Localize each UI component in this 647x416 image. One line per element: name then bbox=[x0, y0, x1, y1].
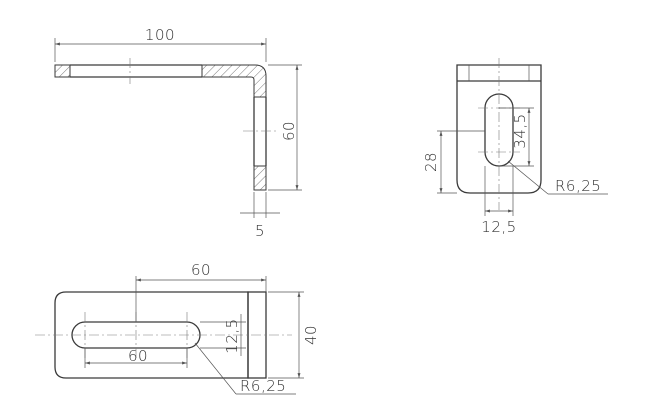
top-radius-leader bbox=[194, 342, 237, 395]
side-web-hatch-bottom bbox=[253, 165, 267, 191]
top-radius-label: R6,25 bbox=[240, 377, 286, 395]
dim-top-slot-width-label: 12,5 bbox=[223, 318, 241, 353]
end-view: 34,5 28 12,5 R6,25 bbox=[422, 58, 608, 236]
top-view: 60 60 12,5 40 R6,25 bbox=[35, 261, 320, 395]
end-radius-label: R6,25 bbox=[555, 177, 601, 195]
side-corner-hatch bbox=[201, 64, 267, 98]
dim-end-offset-label: 28 bbox=[422, 152, 440, 172]
end-radius-leader bbox=[507, 160, 549, 195]
top-plate-outline bbox=[54, 291, 249, 379]
dim-end-slot-length-label: 34,5 bbox=[511, 113, 529, 148]
end-plate-outline bbox=[456, 64, 542, 194]
dim-top-height-label: 40 bbox=[302, 325, 320, 345]
dim-height-label: 60 bbox=[280, 121, 298, 141]
dim-top-slot-length-label: 60 bbox=[128, 347, 148, 365]
dim-end-slot-width-label: 12,5 bbox=[481, 218, 516, 236]
dim-hole-position-label: 60 bbox=[191, 261, 211, 279]
side-view: 100 60 5 bbox=[54, 26, 302, 240]
dim-thickness-label: 5 bbox=[255, 222, 265, 240]
side-flange-hatch-left bbox=[54, 64, 71, 78]
dim-width-label: 100 bbox=[145, 26, 175, 44]
